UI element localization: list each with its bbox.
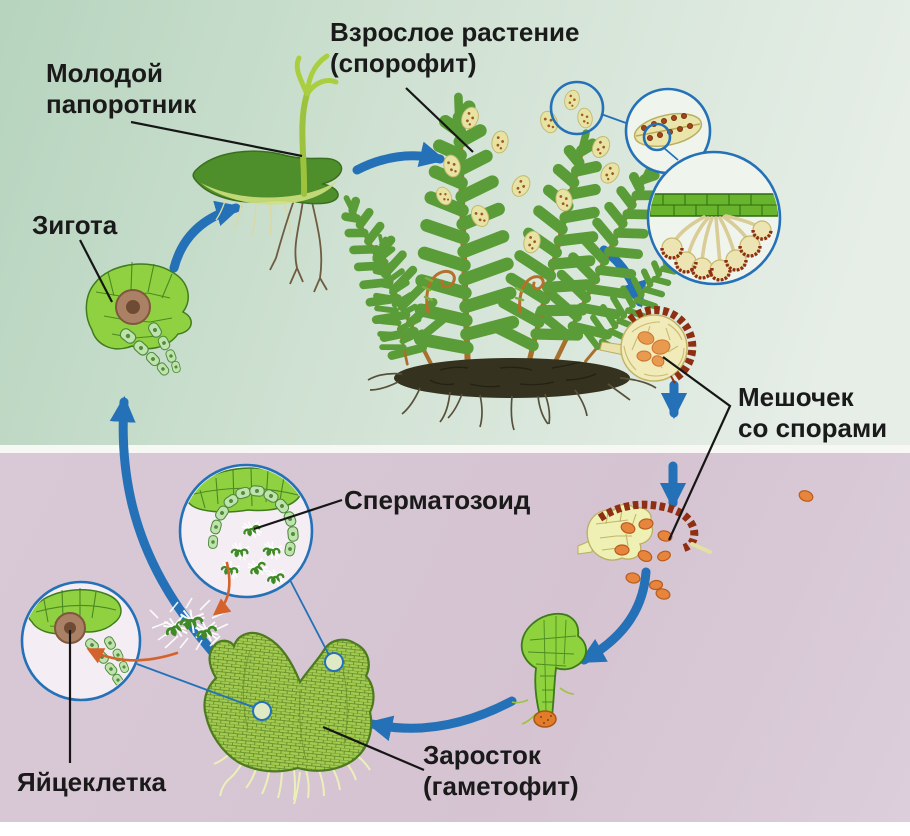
sorus-inner-zoom-circle xyxy=(642,122,672,152)
arrow-young-fern-to-adult-plant xyxy=(352,141,446,175)
spores-inside xyxy=(636,331,671,367)
swimming-sperm-cluster xyxy=(149,597,229,651)
young-fern-rhizoids xyxy=(215,189,291,237)
arrow-antheridium-to-sperm xyxy=(212,561,232,616)
egg-cell-zoom-circle xyxy=(20,580,142,702)
label-prothallus: Заросток (гаметофит) xyxy=(423,740,579,801)
arrow-sperm-to-egg xyxy=(86,648,179,664)
page-bottom-margin xyxy=(0,822,910,836)
label-zygote: Зигота xyxy=(32,210,118,240)
young-fern-illustration xyxy=(192,53,343,293)
annulus-ring xyxy=(627,305,697,384)
released-spores xyxy=(614,490,814,600)
label-spore-sac: Мешочек со спорами xyxy=(738,382,888,443)
prothallus-illustration xyxy=(203,631,375,805)
young-gametophyte-illustration xyxy=(511,612,587,728)
pinna-sori-zoom-circle xyxy=(624,87,712,175)
zygote-nucleus xyxy=(126,300,140,314)
arrow-young-gametophyte-to-prothallus xyxy=(366,696,517,742)
zygote-illustration xyxy=(85,261,192,378)
arrow-zygote-to-young-fern xyxy=(169,200,242,273)
antheridium-marker-circle xyxy=(324,652,344,672)
archegonium-marker-circle xyxy=(252,701,272,721)
label-pointer-lines xyxy=(68,87,732,772)
egg-nucleus xyxy=(64,622,76,634)
spore-sac-bursting-illustration xyxy=(577,490,814,600)
arrow-spore-to-young-gametophyte xyxy=(578,567,651,665)
sorus-section-zoom-circle xyxy=(646,150,782,286)
young-fern-sprout-stem xyxy=(299,91,310,197)
spore-sac-illustration xyxy=(599,305,697,384)
sporangia-heads xyxy=(660,220,773,282)
young-fern-base xyxy=(192,150,343,205)
young-fern-roots xyxy=(269,199,328,293)
zoom-connectors xyxy=(136,113,679,708)
label-sperm: Сперматозоид xyxy=(344,485,531,515)
gametophyte-generation-background xyxy=(0,453,910,822)
fern-roots xyxy=(367,358,657,431)
attached-spore-case xyxy=(533,710,557,728)
prothallus-rhizoids xyxy=(213,747,371,805)
young-fern-sprout-tips xyxy=(294,53,339,97)
antheridium-zoom-circle xyxy=(178,463,314,599)
annulus-ring-open xyxy=(597,500,699,552)
label-adult-plant: Взрослое растение (спорофит) xyxy=(330,17,580,78)
fertilization-arrows xyxy=(86,561,232,664)
frond-zoom-circle xyxy=(549,80,605,136)
label-egg: Яйцеклетка xyxy=(17,767,166,797)
adult-fern-illustration xyxy=(319,88,695,431)
fiddleheads xyxy=(421,269,545,314)
section-divider xyxy=(0,445,910,453)
label-young-fern: Молодой папоротник xyxy=(46,58,197,119)
